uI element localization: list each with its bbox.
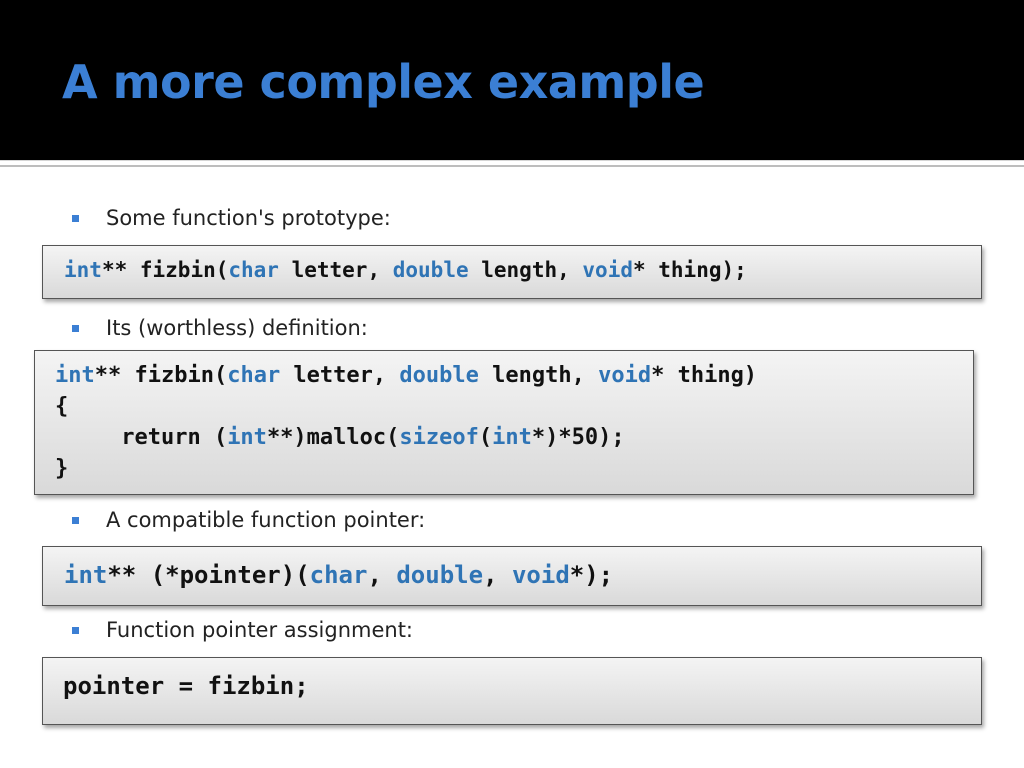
bullet-square-icon bbox=[72, 626, 79, 634]
code-keyword: void bbox=[598, 363, 652, 388]
code-keyword: int bbox=[55, 363, 95, 388]
slide-title: A more complex example bbox=[62, 55, 705, 109]
code-keyword: double bbox=[396, 561, 484, 589]
bullet-text: Its (worthless) definition: bbox=[106, 316, 368, 340]
code-line: int** fizbin(char letter, double length,… bbox=[55, 360, 973, 391]
code-keyword: int bbox=[64, 258, 102, 282]
bullet-prototype: Some function's prototype: bbox=[72, 206, 391, 230]
code-text: *); bbox=[569, 561, 614, 589]
code-box-prototype: int** fizbin(char letter, double length,… bbox=[42, 245, 982, 299]
code-text: letter, bbox=[280, 363, 400, 388]
code-line: { bbox=[55, 394, 69, 419]
code-text: , bbox=[483, 561, 512, 589]
bullet-text: Function pointer assignment: bbox=[106, 618, 414, 642]
code-keyword: int bbox=[227, 425, 267, 450]
code-keyword: sizeof bbox=[399, 425, 479, 450]
bullet-square-icon bbox=[72, 324, 79, 332]
title-divider bbox=[0, 160, 1024, 167]
code-keyword: void bbox=[582, 258, 633, 282]
bullet-square-icon bbox=[72, 214, 79, 222]
code-line: } bbox=[55, 456, 69, 481]
code-text: return ( bbox=[55, 425, 228, 450]
code-text: * thing) bbox=[651, 363, 758, 388]
code-keyword: double bbox=[399, 363, 479, 388]
code-text: * thing); bbox=[632, 258, 747, 282]
bullet-function-pointer: A compatible function pointer: bbox=[72, 508, 425, 532]
code-text: ** fizbin( bbox=[94, 363, 228, 388]
code-box-assignment: pointer = fizbin; bbox=[42, 657, 982, 725]
code-keyword: int bbox=[64, 561, 108, 589]
bullet-text: A compatible function pointer: bbox=[106, 508, 426, 532]
code-text: ( bbox=[478, 425, 493, 450]
code-text: length, bbox=[478, 363, 599, 388]
bullet-square-icon bbox=[72, 516, 79, 524]
code-keyword: void bbox=[511, 561, 570, 589]
code-keyword: char bbox=[309, 561, 368, 589]
code-box-definition: int** fizbin(char letter, double length,… bbox=[34, 350, 974, 495]
code-text: pointer = fizbin; bbox=[63, 672, 309, 700]
bullet-definition: Its (worthless) definition: bbox=[72, 316, 368, 340]
code-keyword: int bbox=[492, 425, 532, 450]
bullet-text: Some function's prototype: bbox=[106, 206, 391, 230]
code-line: return (int**)malloc(sizeof(int*)*50); bbox=[55, 422, 973, 453]
code-keyword: char bbox=[227, 363, 281, 388]
code-text: **)malloc( bbox=[266, 425, 400, 450]
code-text: ** fizbin( bbox=[101, 258, 229, 282]
code-text: , bbox=[367, 561, 397, 589]
code-text: length, bbox=[468, 258, 583, 282]
code-text: letter, bbox=[278, 258, 393, 282]
code-box-pointer-declaration: int** (*pointer)(char, double, void*); bbox=[42, 546, 982, 606]
code-keyword: double bbox=[392, 258, 469, 282]
code-text: *)*50); bbox=[531, 425, 625, 450]
code-text: ** (*pointer)( bbox=[107, 561, 310, 589]
code-keyword: char bbox=[228, 258, 279, 282]
bullet-assignment: Function pointer assignment: bbox=[72, 618, 413, 642]
title-bar: A more complex example bbox=[0, 0, 1024, 160]
